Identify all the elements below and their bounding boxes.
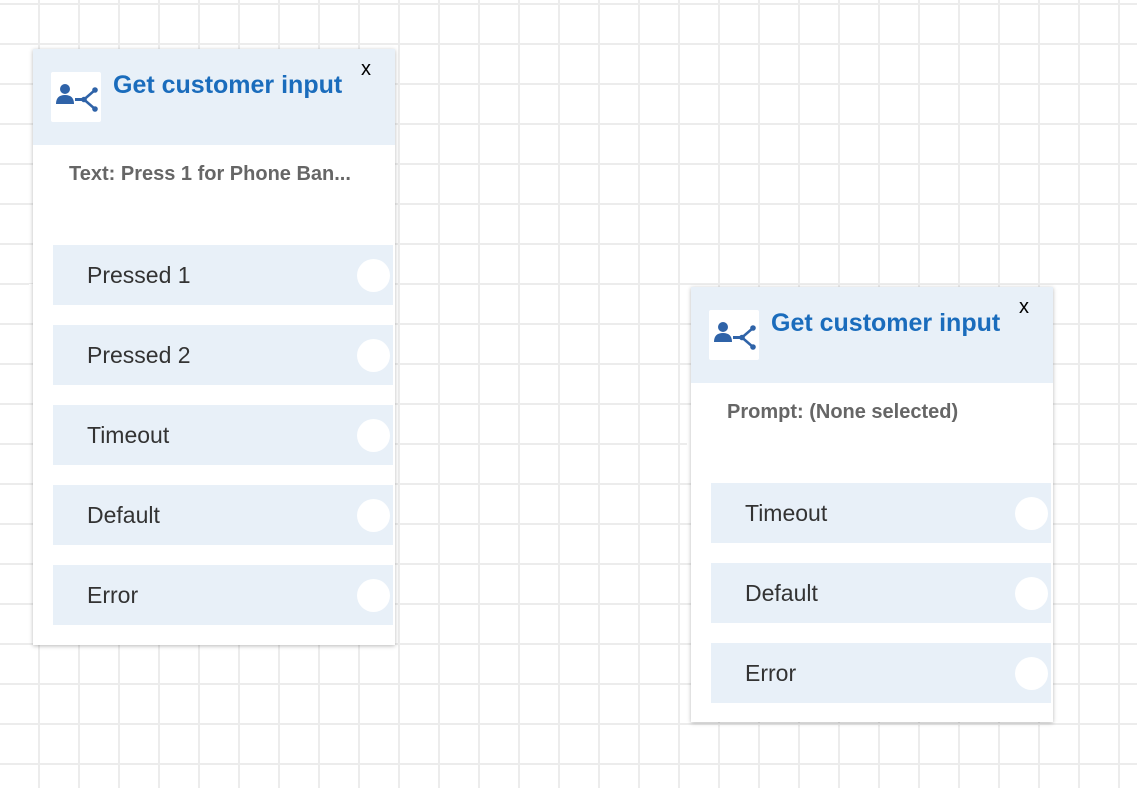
branch-list: Timeout Default Error (711, 483, 1051, 723)
close-button[interactable]: x (361, 58, 371, 80)
branch-connector-port[interactable] (357, 579, 390, 612)
branch-default: Default (53, 485, 393, 545)
close-button[interactable]: x (1019, 296, 1029, 318)
block-title: Get customer input (113, 71, 343, 99)
branch-default: Default (711, 563, 1051, 623)
branch-timeout: Timeout (711, 483, 1051, 543)
branch-label: Default (87, 502, 160, 528)
branch-list: Pressed 1 Pressed 2 Timeout Default Erro… (53, 245, 393, 645)
branch-pressed-2: Pressed 2 (53, 325, 393, 385)
branch-label: Timeout (745, 500, 828, 526)
branch-label: Pressed 2 (87, 342, 191, 368)
customer-input-icon (709, 310, 759, 360)
branch-connector-port[interactable] (357, 339, 390, 372)
block-prompt-text: Prompt: (None selected) (727, 401, 959, 423)
block-header: Get customer input x (33, 49, 395, 145)
block-title: Get customer input (771, 309, 1001, 337)
branch-connector-port[interactable] (1015, 577, 1048, 610)
branch-error: Error (53, 565, 393, 625)
block-prompt-text: Text: Press 1 for Phone Ban... (69, 163, 351, 185)
block-header: Get customer input x (691, 287, 1053, 383)
branch-connector-port[interactable] (1015, 497, 1048, 530)
branch-timeout: Timeout (53, 405, 393, 465)
branch-label: Default (745, 580, 818, 606)
branch-error: Error (711, 643, 1051, 703)
customer-input-icon (51, 72, 101, 122)
branch-connector-port[interactable] (1015, 657, 1048, 690)
get-customer-input-block-2[interactable]: Get customer input x Prompt: (None selec… (691, 287, 1053, 722)
branch-connector-port[interactable] (357, 259, 390, 292)
get-customer-input-block-1[interactable]: Get customer input x Text: Press 1 for P… (33, 49, 395, 645)
branch-pressed-1: Pressed 1 (53, 245, 393, 305)
branch-label: Error (745, 660, 797, 686)
branch-connector-port[interactable] (357, 419, 390, 452)
branch-label: Timeout (87, 422, 170, 448)
branch-label: Error (87, 582, 139, 608)
branch-label: Pressed 1 (87, 262, 191, 288)
branch-connector-port[interactable] (357, 499, 390, 532)
